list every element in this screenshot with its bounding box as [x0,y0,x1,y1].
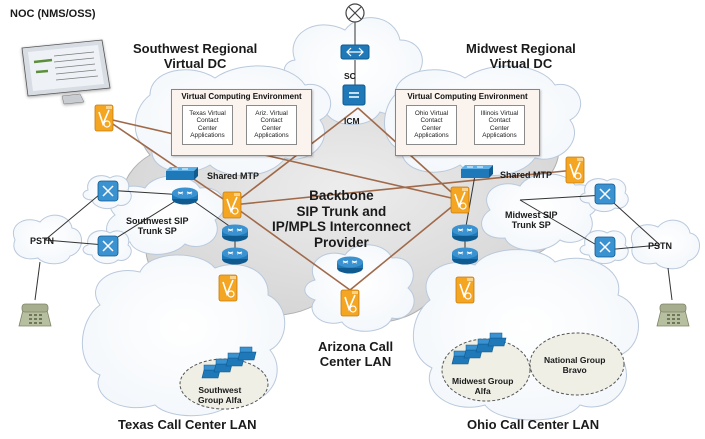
gateway-icon [340,289,360,317]
arizona-lan-cloud [304,244,415,332]
router-icon [221,246,249,266]
phone-icon [656,303,690,327]
mtp-switch-icon [460,164,494,179]
midwest-sip-label: Midwest SIP Trunk SP [505,210,558,231]
sc-switch-icon [340,44,370,60]
shared-mtp-right-label: Shared MTP [500,170,553,180]
monitor-icon [21,39,111,105]
vce-right-app-illinois: Illinois Virtual Contact Center Applicat… [474,105,525,145]
ohio-lan-label: Ohio Call Center LAN [467,417,600,432]
vce-left: Virtual Computing Environment Texas Virt… [171,89,312,156]
southwest-sip-label: Southwest SIP Trunk SP [126,216,189,237]
globe-icon [345,3,365,23]
shared-mtp-left-label: Shared MTP [207,171,260,181]
router-icon [97,235,119,257]
sc-label: SC [344,71,356,81]
gateway-icon [455,276,475,304]
national-group-bravo-label: National Group Bravo [544,355,606,375]
router-icon [97,180,119,202]
vce-right-app-ohio: Ohio Virtual Contact Center Applications [406,105,457,145]
router-icon [451,223,479,243]
router-icon [171,186,199,206]
pstn-cloud-left [12,214,82,265]
router-icon [594,183,616,205]
icm-label: ICM [344,116,360,126]
vce-left-app-texas: Texas Virtual Contact Center Application… [182,105,233,145]
router-icon [451,246,479,266]
gateway-icon [222,191,242,219]
management-links [103,107,576,291]
vce-left-app-arizona: Ariz. Virtual Contact Center Application… [246,105,297,145]
pstn-right-label: PSTN [648,241,673,251]
router-icon [336,255,364,275]
arizona-lan-label: Arizona Call Center LAN [318,339,394,369]
phone-icon [18,303,52,327]
pstn-left-label: PSTN [30,236,55,246]
gateway-icon [94,104,114,132]
vce-right-title: Virtual Computing Environment [407,92,528,101]
icm-server-icon [342,84,366,106]
midwest-dc-label: Midwest Regional Virtual DC [466,41,576,71]
ohio-lan-cloud [412,249,639,421]
southwest-group-alfa-label: Southwest Group Alfa [198,385,242,405]
pstn-cloud-right [630,219,700,270]
vce-right: Virtual Computing Environment Ohio Virtu… [395,89,540,156]
midwest-group-alfa-label: Midwest Group Alfa [452,376,514,396]
router-icon [594,236,616,258]
southwest-dc-label: Southwest Regional Virtual DC [133,41,258,71]
backbone-label: Backbone SIP Trunk and IP/MPLS Interconn… [272,188,411,250]
mtp-switch-icon [165,166,199,181]
noc-label: NOC (NMS/OSS) [10,8,96,20]
gateway-icon [218,274,238,302]
gateway-icon [450,186,470,214]
national-group-bravo-ellipse [529,332,625,396]
router-icon [221,223,249,243]
vce-left-title: Virtual Computing Environment [181,92,302,101]
gateway-icon [565,156,585,184]
texas-lan-label: Texas Call Center LAN [118,417,257,432]
